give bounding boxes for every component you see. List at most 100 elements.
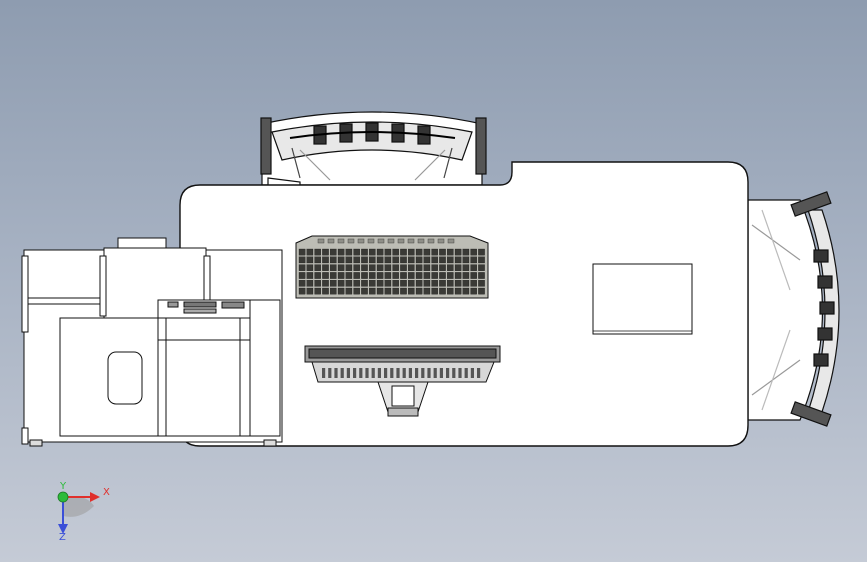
keyboard-key[interactable]: [314, 256, 321, 264]
keyboard-media-key[interactable]: [357, 238, 365, 244]
keyboard-key[interactable]: [423, 280, 431, 287]
keyboard-key[interactable]: [454, 264, 462, 271]
keyboard-key[interactable]: [454, 256, 462, 264]
keyboard-key[interactable]: [431, 280, 438, 287]
keyboard-key[interactable]: [439, 248, 446, 256]
keyboard-key[interactable]: [454, 280, 462, 287]
keyboard-key[interactable]: [423, 256, 431, 264]
keyboard-key[interactable]: [353, 287, 360, 295]
keyboard-key[interactable]: [314, 248, 321, 256]
keyboard-key[interactable]: [298, 287, 306, 295]
keyboard-media-key[interactable]: [337, 238, 345, 244]
keyboard-key[interactable]: [314, 272, 321, 279]
keyboard-key[interactable]: [415, 287, 423, 295]
keyboard-key[interactable]: [447, 256, 454, 264]
keyboard-key[interactable]: [392, 272, 399, 279]
keyboard-key[interactable]: [298, 248, 306, 256]
keyboard-key[interactable]: [439, 287, 446, 295]
keyboard-key[interactable]: [345, 280, 353, 287]
keyboard-key[interactable]: [470, 287, 477, 295]
keyboard-key[interactable]: [337, 248, 345, 256]
keyboard-key[interactable]: [462, 256, 470, 264]
keyboard-key[interactable]: [439, 280, 446, 287]
keyboard-key[interactable]: [330, 287, 337, 295]
keyboard-key[interactable]: [306, 287, 314, 295]
keyboard-key[interactable]: [384, 248, 392, 256]
keyboard-key[interactable]: [306, 248, 314, 256]
keyboard-key[interactable]: [322, 264, 329, 271]
keyboard-media-key[interactable]: [327, 238, 335, 244]
keyboard-key[interactable]: [423, 248, 431, 256]
keyboard-key[interactable]: [337, 272, 345, 279]
keyboard-key[interactable]: [384, 287, 392, 295]
keyboard-key[interactable]: [478, 272, 485, 279]
keyboard-key[interactable]: [408, 280, 415, 287]
keyboard-key[interactable]: [431, 272, 438, 279]
keyboard-key[interactable]: [306, 272, 314, 279]
keyboard-key[interactable]: [361, 287, 368, 295]
keyboard-media-key[interactable]: [447, 238, 455, 244]
keyboard-key[interactable]: [322, 287, 329, 295]
keyboard-key[interactable]: [353, 272, 360, 279]
keyboard-key[interactable]: [454, 272, 462, 279]
monitor[interactable]: [304, 345, 501, 417]
keyboard-key[interactable]: [400, 287, 407, 295]
keyboard-key[interactable]: [337, 256, 345, 264]
keyboard-key[interactable]: [392, 248, 399, 256]
keyboard-key[interactable]: [298, 256, 306, 264]
keyboard-key[interactable]: [408, 264, 415, 271]
desktop-pc-unit[interactable]: [99, 237, 281, 437]
keyboard-key[interactable]: [369, 256, 376, 264]
keyboard-key[interactable]: [322, 248, 329, 256]
keyboard-media-key[interactable]: [437, 238, 445, 244]
keyboard-key[interactable]: [470, 256, 477, 264]
keyboard-key[interactable]: [415, 248, 423, 256]
keyboard-key[interactable]: [353, 280, 360, 287]
keyboard-key[interactable]: [392, 280, 399, 287]
keyboard-key[interactable]: [369, 272, 376, 279]
keyboard-key[interactable]: [376, 248, 384, 256]
keyboard-key[interactable]: [330, 272, 337, 279]
keyboard-key[interactable]: [408, 287, 415, 295]
keyboard-key[interactable]: [392, 256, 399, 264]
keyboard-key[interactable]: [478, 256, 485, 264]
keyboard-key[interactable]: [361, 248, 368, 256]
keyboard-key[interactable]: [337, 264, 345, 271]
keyboard-key[interactable]: [298, 280, 306, 287]
keyboard-key[interactable]: [330, 248, 337, 256]
keyboard-key[interactable]: [384, 256, 392, 264]
keyboard-key[interactable]: [384, 264, 392, 271]
keyboard-key[interactable]: [376, 272, 384, 279]
keyboard-key[interactable]: [400, 264, 407, 271]
keyboard-key[interactable]: [415, 272, 423, 279]
keyboard-key[interactable]: [462, 287, 470, 295]
keyboard-key[interactable]: [439, 264, 446, 271]
keyboard-key[interactable]: [314, 287, 321, 295]
keyboard-key[interactable]: [345, 256, 353, 264]
keyboard-key[interactable]: [337, 280, 345, 287]
keyboard-key[interactable]: [408, 256, 415, 264]
keyboard-key[interactable]: [345, 264, 353, 271]
keyboard-key[interactable]: [400, 280, 407, 287]
keyboard-key[interactable]: [330, 256, 337, 264]
keyboard-key[interactable]: [415, 280, 423, 287]
keyboard-key[interactable]: [478, 248, 485, 256]
keyboard-key[interactable]: [361, 256, 368, 264]
document-paper[interactable]: [592, 263, 693, 335]
keyboard-key[interactable]: [306, 264, 314, 271]
keyboard-key[interactable]: [298, 264, 306, 271]
keyboard-key[interactable]: [478, 264, 485, 271]
keyboard-media-key[interactable]: [397, 238, 405, 244]
keyboard-key[interactable]: [345, 248, 353, 256]
keyboard-key[interactable]: [431, 287, 438, 295]
keyboard-key[interactable]: [431, 256, 438, 264]
keyboard-key[interactable]: [462, 272, 470, 279]
keyboard-key[interactable]: [423, 264, 431, 271]
keyboard-key[interactable]: [462, 264, 470, 271]
keyboard-key[interactable]: [447, 280, 454, 287]
keyboard-key[interactable]: [478, 287, 485, 295]
keyboard-key[interactable]: [322, 280, 329, 287]
keyboard-key[interactable]: [423, 272, 431, 279]
